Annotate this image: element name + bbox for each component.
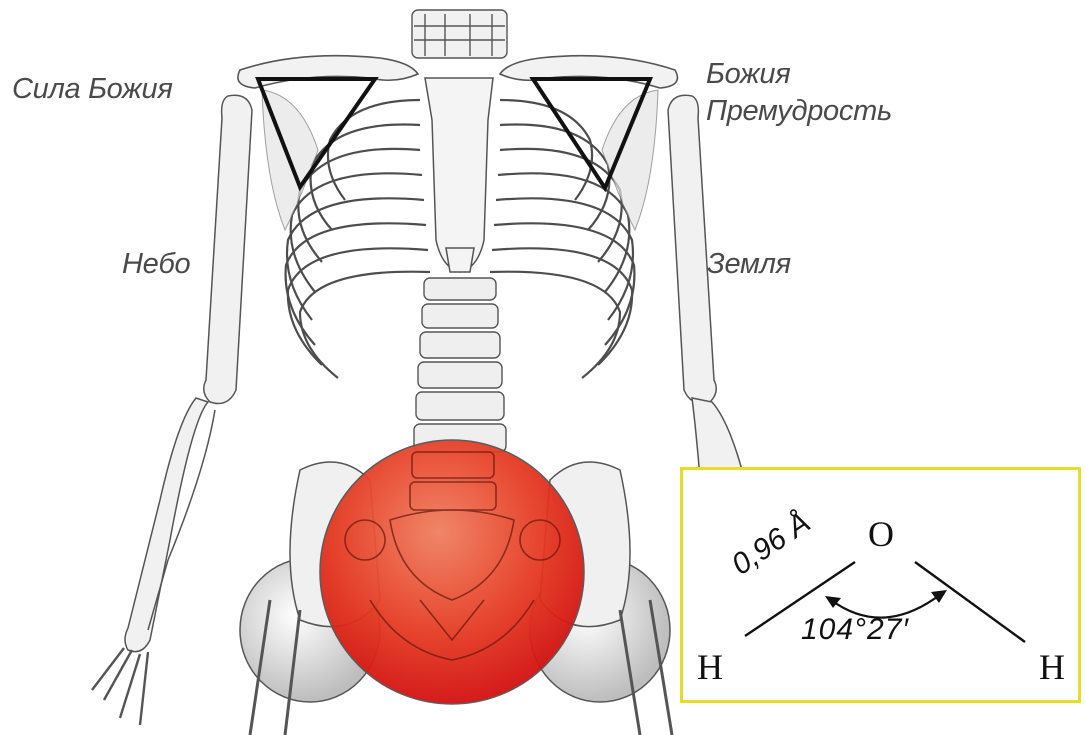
bond-angle-label: 104°27′ [801, 615, 909, 645]
pelvis [240, 440, 672, 735]
label-zemlya: Земля [707, 249, 791, 279]
sternum [425, 78, 493, 272]
label-nebo: Небо [122, 249, 190, 279]
arrowhead-right-icon [931, 590, 947, 603]
clavicle-left [238, 56, 418, 88]
atom-hydrogen-right: H [1039, 649, 1065, 685]
pelvis-red-highlight [320, 440, 584, 704]
atom-oxygen: O [868, 516, 894, 552]
label-premudrost: Премудрость [706, 96, 892, 126]
arm-left [92, 95, 252, 725]
skull-base-neck [412, 10, 507, 58]
bond-right-line [915, 562, 1025, 642]
clavicle-right [500, 56, 677, 88]
label-sila-bozhiya: Сила Божия [12, 74, 173, 104]
water-molecule-panel: O H H 0,96 Å 104°27′ [680, 467, 1081, 703]
arm-right [668, 95, 748, 478]
molecule-bonds [683, 470, 1078, 700]
label-bozhiya: Божия [706, 59, 790, 89]
spine [414, 278, 506, 452]
atom-hydrogen-left: H [697, 649, 723, 685]
